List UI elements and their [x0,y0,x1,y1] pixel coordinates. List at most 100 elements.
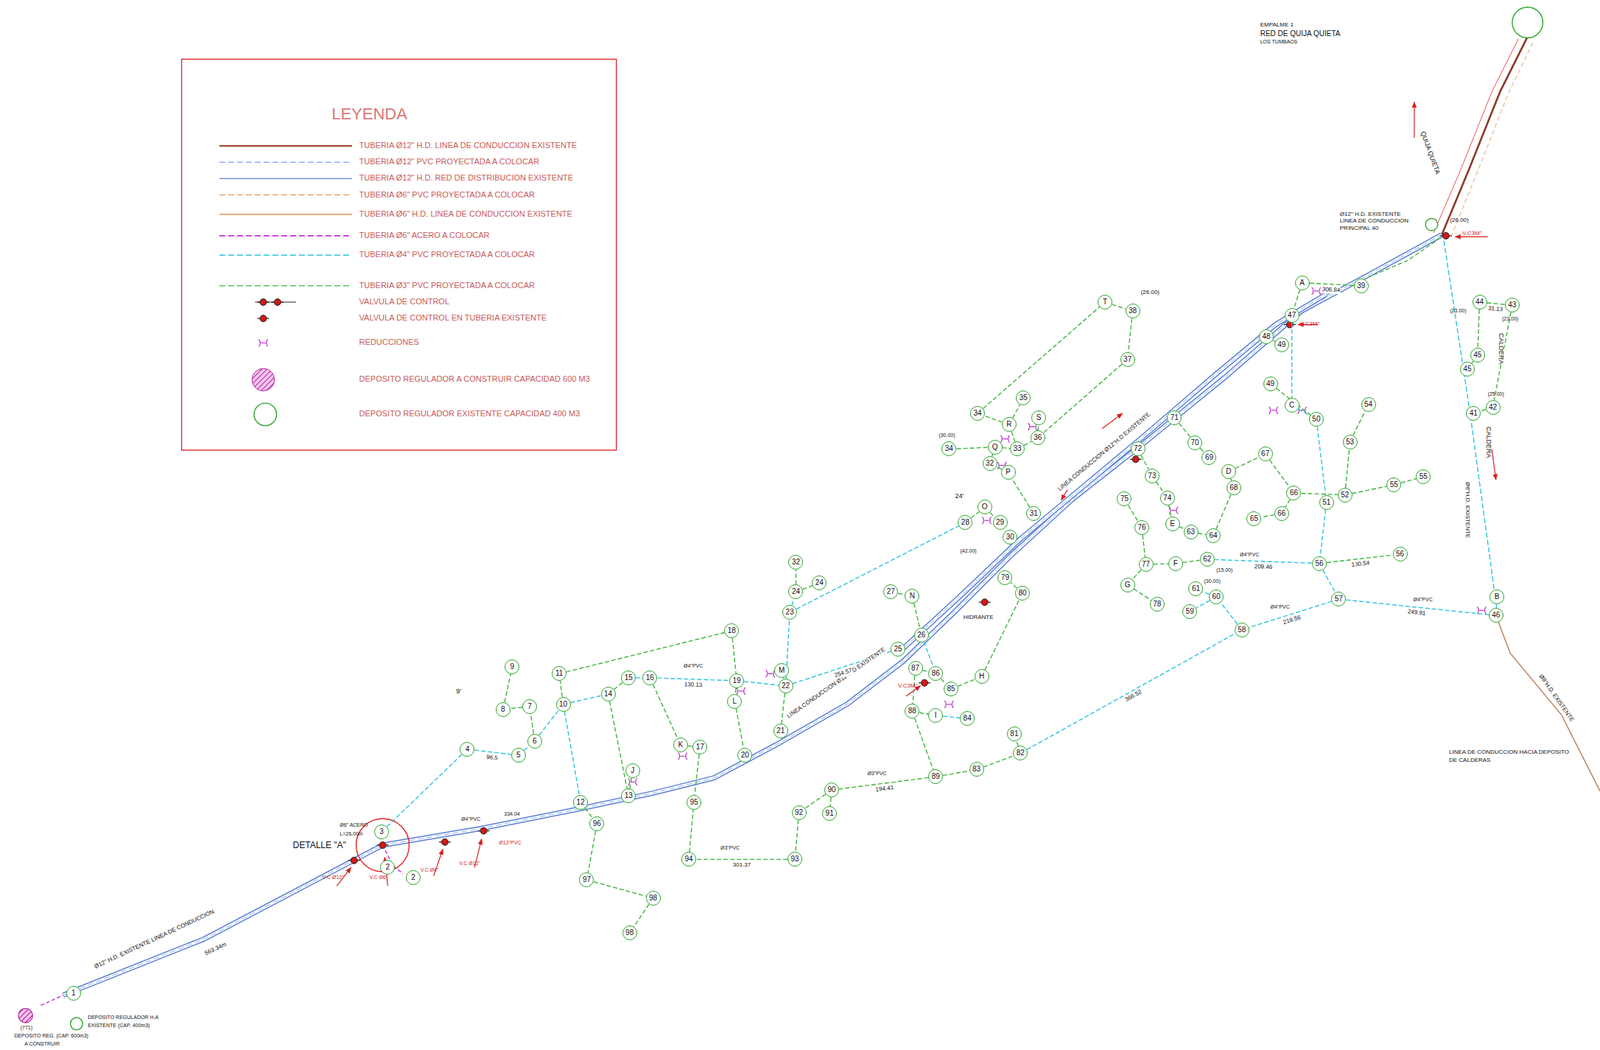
legend-sample [219,254,353,256]
pipe-3in [1235,457,1259,469]
node-number: 78 [1152,600,1161,608]
legend-text: TUBERIA Ø12" PVC PROYECTADA A COLOCAR [359,156,540,166]
node-number: 53 [1345,438,1354,446]
node-number: 49 [1277,341,1286,349]
node-number: 79 [1001,573,1010,582]
junction-node: 19 [729,673,745,689]
red-arrow [1413,102,1415,138]
pipe-3in [984,415,1002,423]
legend-text: TUBERIA Ø6" ACERO A COLOCAR [359,230,490,240]
valve-body [379,841,387,848]
pipe-3in [1179,422,1191,437]
junction-node: 34 [941,441,957,456]
node-number: 20 [741,751,750,759]
legend-sample [219,178,353,180]
node-number: 9 [510,662,515,671]
pipe-3in [996,466,1002,470]
existing-tank [1425,218,1438,231]
junction-node: 38 [1125,303,1141,319]
pipe-4in [523,745,529,750]
pipe-length: 249.91 [1406,608,1427,617]
node-number: 15 [624,674,633,682]
node-number: 91 [825,809,834,817]
legend-sample [219,213,353,216]
node-number: 45 [1473,351,1482,359]
junction-node: 31 [1026,506,1041,521]
pipe-3in [1169,505,1172,517]
new-tank [18,1008,33,1023]
node-number: 50 [1311,415,1321,423]
reduction-symbol [628,777,638,786]
pipe-3in [1043,363,1122,434]
node-number: 42 [1488,403,1497,412]
plan-label: L=26.00m [339,830,363,837]
node-number: 37 [1123,355,1132,364]
plan-label: DEPOSITO REG. (CAP. 600m3) [13,1032,89,1039]
letter-marker: C [1284,397,1300,413]
node-number: 27 [886,587,896,596]
node-number: 6 [532,737,538,745]
existing-tank-top [1512,7,1544,39]
plan-label: 334.04 [503,811,520,817]
junction-node: 53 [1342,434,1358,450]
pipe-3in [504,673,511,703]
node-number: 88 [908,707,917,715]
reduction-symbol [766,669,775,677]
valve-body [274,299,281,306]
junction-node: 4 [459,741,475,757]
legend-sample [219,285,353,286]
valve-symbol [257,315,269,322]
letter-marker: I [928,707,943,723]
node-number: 32 [985,459,994,468]
node-number: 89 [931,772,940,781]
junction-node: 66 [1286,485,1301,501]
pipe-length: 31.13 [1487,305,1505,314]
junction-node: 3 [374,824,389,840]
valve-body [260,315,267,322]
node-number: 25 [893,645,902,653]
plan-label: QUIJA QUIETA [1418,130,1441,176]
junction-node: 69 [1201,450,1217,465]
junction-node: 98 [646,890,661,906]
pipe-3in [735,688,737,694]
plan-label: LOS TUMBAOS [1260,39,1298,45]
pipe-3in [1141,455,1149,469]
node-number: 59 [1186,607,1195,616]
node-number: 49 [1266,380,1275,388]
junction-node: 95 [686,794,702,810]
pipe-3in [633,903,649,927]
junction-node: 54 [1361,397,1377,412]
letter-marker: A [1295,275,1310,291]
red-arrow [1491,448,1497,480]
node-number: 8 [500,705,506,714]
junction-node: 9 [504,659,520,675]
node-number: 66 [1289,489,1298,497]
junction-node: 48 [1258,329,1274,345]
junction-node: 44 [1472,294,1488,310]
valve-symbol [348,856,361,864]
plan-label: (30.00) [938,432,955,439]
node-number: G [1124,581,1131,589]
pipe-3in [781,693,786,724]
legend-text: REDUCCIONES [359,337,420,347]
pipe-3in [1023,441,1032,446]
junction-node: 5 [511,747,526,763]
junction-node: 49 [1274,337,1290,353]
pipe-3in [584,808,593,818]
junction-node: 89 [928,769,943,784]
junction-node: 63 [1183,524,1199,540]
junction-node: 2 [405,869,421,885]
main-pipe [63,234,1442,996]
junction-node: 30 [1002,529,1018,545]
junction-node: 41 [1465,405,1481,421]
pipe-3in [984,599,1020,671]
plan-label: (26.00) [1141,289,1160,297]
node-number: 2 [386,863,391,871]
node-number: 5 [516,751,521,759]
pipe-4in [1443,240,1497,602]
pipe-3in [593,881,647,897]
node-number: 73 [1147,472,1156,480]
plan-label: 563.34m [204,941,228,957]
node-number: 57 [1334,595,1343,603]
